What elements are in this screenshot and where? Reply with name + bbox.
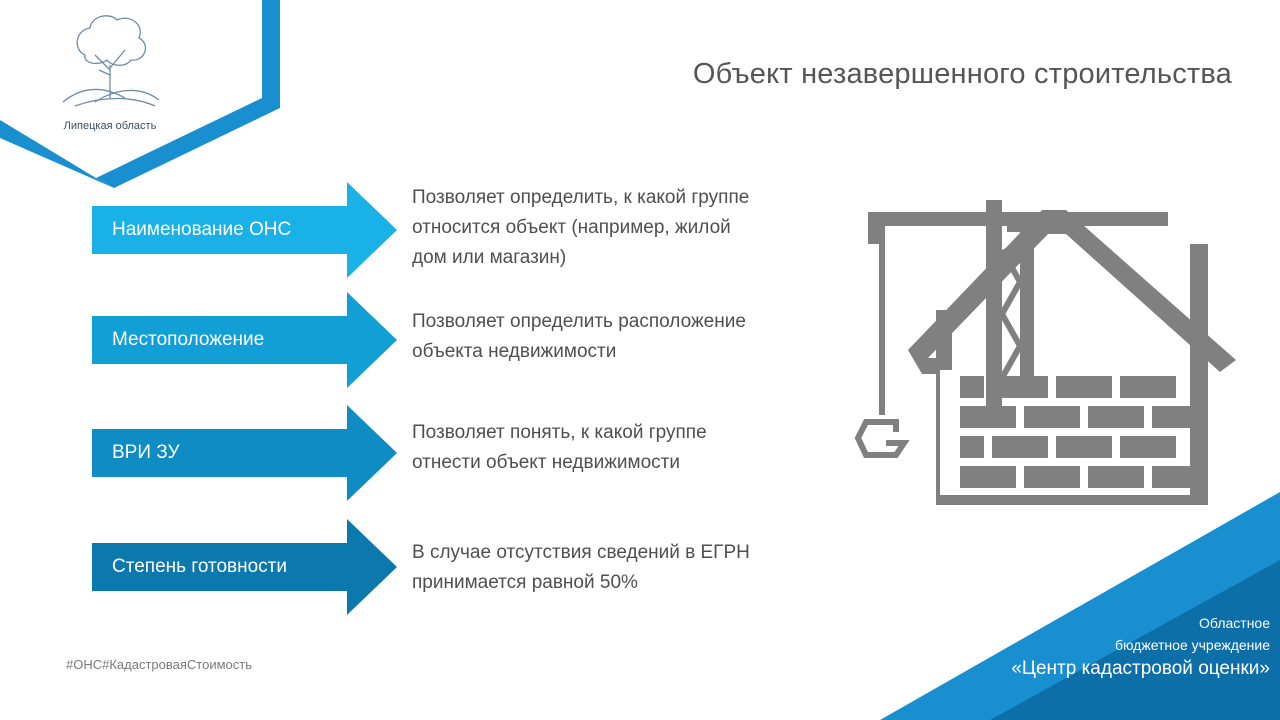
description-line: Позволяет определить расположение — [412, 311, 746, 332]
arrow-shape — [92, 182, 397, 278]
arrow-item-readiness: Степень готовности — [92, 519, 397, 615]
arrow-label: Наименование ОНС — [112, 219, 292, 240]
org-line-3: «Центр кадастровой оценки» — [1011, 658, 1270, 679]
top-left-chevron-decoration — [0, 0, 280, 188]
description-name: Позволяет определить, к какой группе отн… — [412, 183, 822, 273]
description-location: Позволяет определить расположение объект… — [412, 307, 822, 367]
tree-logo-icon — [62, 15, 160, 107]
arrow-shape — [92, 292, 397, 388]
description-line: отнести объект недвижимости — [412, 452, 680, 473]
description-line: Позволяет понять, к какой группе — [412, 422, 707, 443]
arrow-item-location: Местоположение — [92, 292, 397, 388]
arrow-item-land-use: ВРИ ЗУ — [92, 405, 397, 501]
description-line: дом или магазин) — [412, 247, 567, 268]
organization-name: Областное бюджетное учреждение «Центр ка… — [1011, 612, 1270, 682]
description-line: относится объект (например, жилой — [412, 217, 731, 238]
arrow-label: ВРИ ЗУ — [112, 442, 180, 463]
description-line: В случае отсутствия сведений в ЕГРН — [412, 542, 750, 563]
arrow-shape — [92, 405, 397, 501]
org-line-2: бюджетное учреждение — [1114, 637, 1270, 653]
arrow-item-name: Наименование ОНС — [92, 182, 397, 278]
description-land-use: Позволяет понять, к какой группе отнести… — [412, 418, 822, 478]
org-line-1: Областное — [1199, 615, 1270, 631]
hashtags: #ОНС#КадастроваяСтоимость — [66, 657, 252, 672]
description-readiness: В случае отсутствия сведений в ЕГРН прин… — [412, 538, 822, 598]
construction-house-icon — [854, 200, 1236, 505]
description-line: принимается равной 50% — [412, 572, 638, 593]
page-title: Объект незавершенного строительства — [692, 58, 1232, 90]
arrow-shape — [92, 519, 397, 615]
region-label: Липецкая область — [63, 120, 157, 132]
arrow-label: Местоположение — [112, 329, 265, 350]
arrow-label: Степень готовности — [112, 556, 287, 577]
description-line: объекта недвижимости — [412, 341, 617, 362]
description-line: Позволяет определить, к какой группе — [412, 187, 750, 208]
